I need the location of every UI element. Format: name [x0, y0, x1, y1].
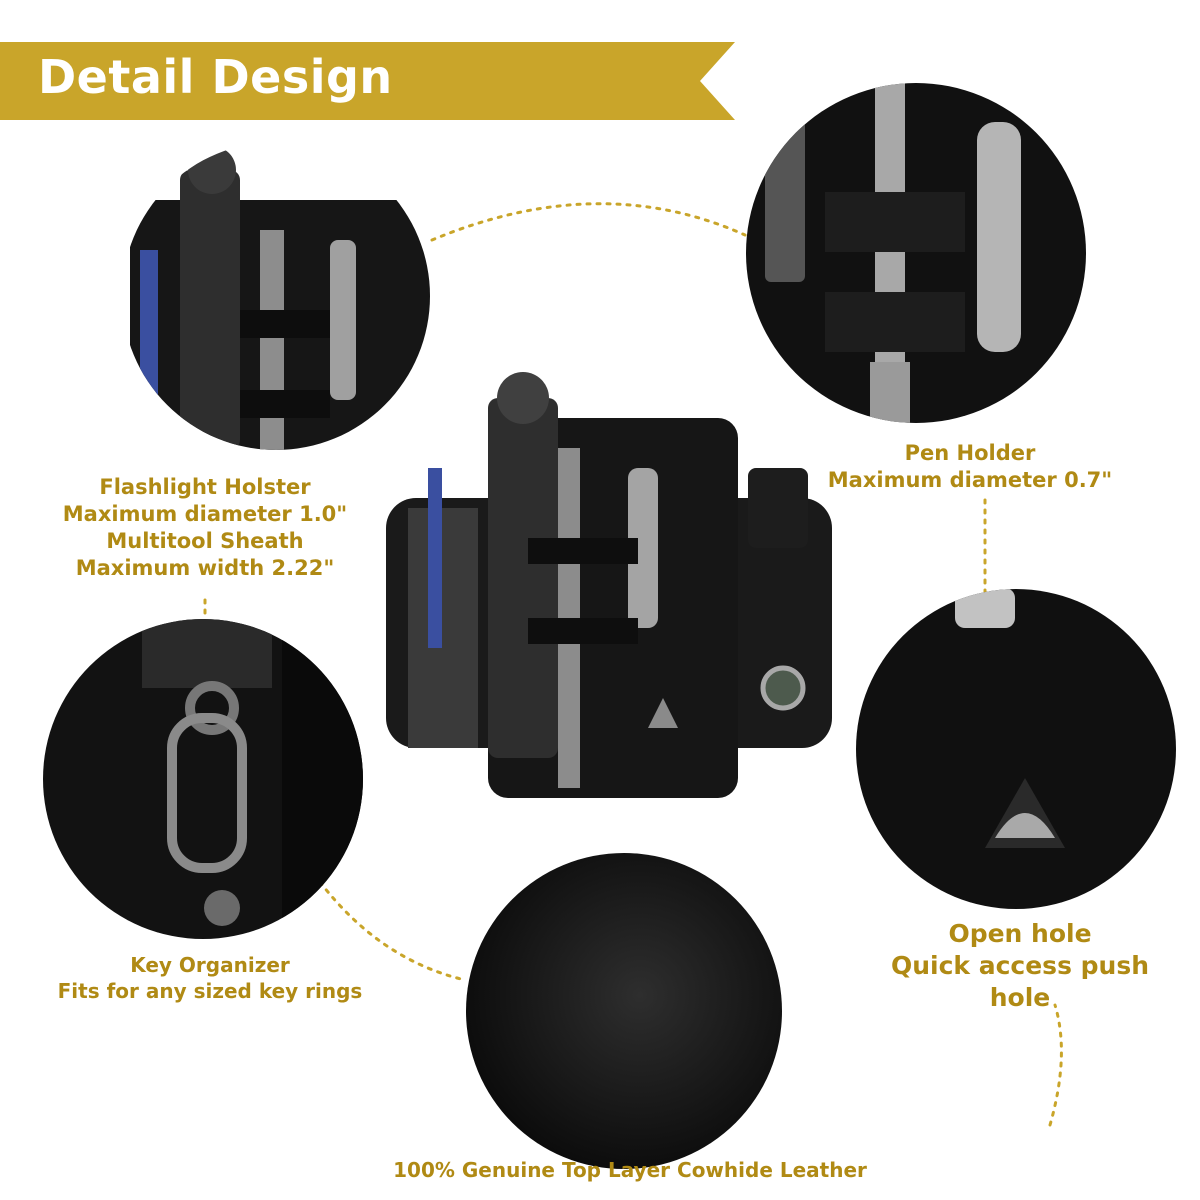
pen-caption-line1: Pen Holder — [904, 441, 1036, 465]
pen-caption-line2: Maximum diameter 0.7" — [827, 467, 1113, 492]
banner-title: Detail Design — [38, 50, 393, 104]
hole-caption-line2: Quick access push hole — [890, 951, 1150, 1012]
key-organizer-caption: Key Organizer Fits for any sized key rin… — [40, 953, 380, 1004]
pen-holder-closeup-image — [746, 83, 1086, 423]
open-hole-closeup-image — [856, 589, 1176, 909]
header-banner: Detail Design — [0, 42, 740, 120]
flashlight-caption-line1: Flashlight Holster — [99, 475, 311, 499]
flashlight-holster-caption: Flashlight Holster Maximum diameter 1.0"… — [60, 474, 350, 582]
connector-bottom-left — [318, 880, 467, 982]
leather-caption-line1: 100% Genuine Top Layer Cowhide Leather — [393, 1158, 867, 1182]
flashlight-caption-line4: Maximum width 2.22" — [75, 555, 335, 580]
hole-caption-line1: Open hole — [948, 919, 1092, 948]
flashlight-caption-line3: Multitool Sheath — [106, 528, 304, 553]
leather-texture-closeup-image — [466, 853, 782, 1169]
key-caption-line2: Fits for any sized key rings — [57, 978, 363, 1003]
flashlight-closeup-image — [122, 142, 430, 450]
open-hole-caption: Open hole Quick access push hole — [860, 918, 1180, 1014]
connector-bottom-right — [1048, 1003, 1063, 1127]
leather-caption: 100% Genuine Top Layer Cowhide Leather — [360, 1158, 900, 1184]
key-organizer-closeup-image — [43, 619, 363, 939]
pen-holder-caption: Pen Holder Maximum diameter 0.7" — [820, 440, 1120, 494]
banner-ribbon — [0, 42, 735, 120]
key-caption-line1: Key Organizer — [130, 953, 290, 977]
connector-top — [430, 202, 747, 242]
flashlight-caption-line2: Maximum diameter 1.0" — [62, 501, 348, 526]
leather-holster-product-image — [386, 372, 832, 798]
